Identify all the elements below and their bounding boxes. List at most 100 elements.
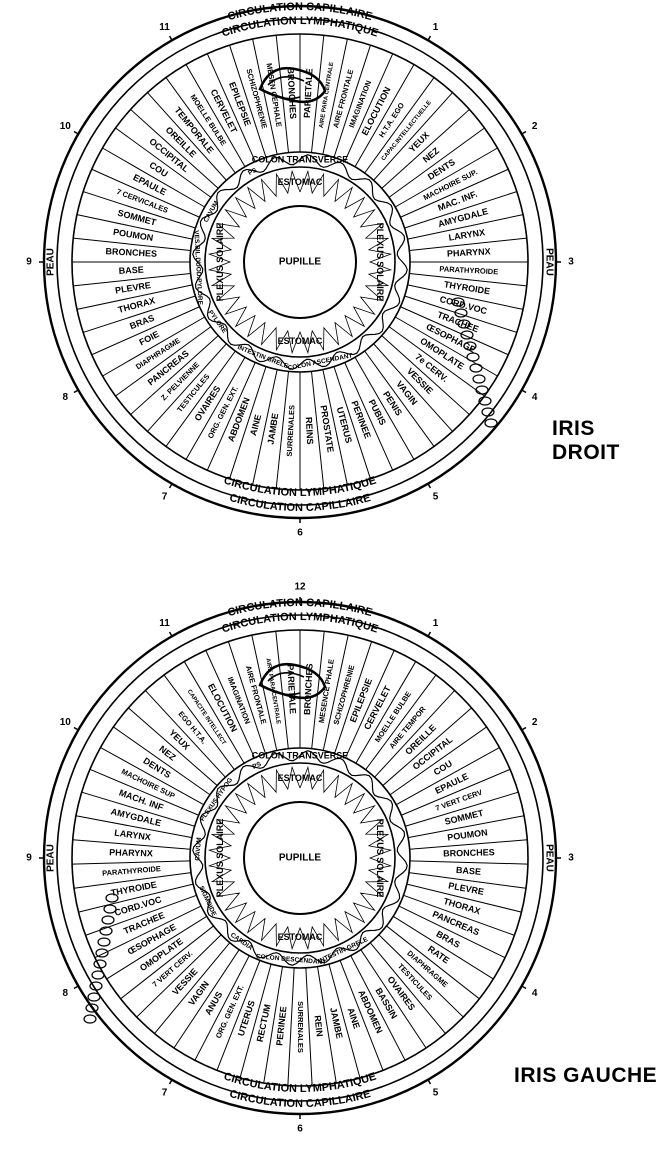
iris-gauche-sector-divider <box>305 967 313 1086</box>
iris-droit-inner-label: PLEXUS SOLAIRE <box>375 223 385 302</box>
iris-gauche-clock-tick <box>427 1079 432 1085</box>
iris-droit-inner-label: CAVUM <box>203 200 221 224</box>
iris-gauche-sector-divider <box>287 967 295 1086</box>
iris-gauche-sector-divider <box>360 949 427 1049</box>
iris-droit-sector-label: THORAX <box>117 295 156 314</box>
iris-gauche-brain-detail <box>267 672 305 696</box>
iris-droit-sector-label: JAMBE <box>266 412 281 445</box>
iris-gauche-sector-divider <box>81 791 195 827</box>
iris-gauche-sector-divider <box>382 707 472 786</box>
iris-gauche-spine-vertebra <box>83 1014 97 1024</box>
iris-droit-title: IRIS DROIT <box>552 417 620 464</box>
iris-droit-peau-right: PEAU <box>543 248 554 276</box>
iris-gauche-sector-divider <box>389 726 487 796</box>
iris-droit-sector-divider <box>400 306 509 356</box>
iris-gauche-sector-divider <box>205 650 256 759</box>
iris-droit-sector-divider <box>400 168 509 218</box>
iris-droit-sector-divider <box>364 77 435 174</box>
iris-droit-sector-divider <box>395 147 498 208</box>
iris-gauche-sector-divider <box>72 839 191 850</box>
iris-gauche-sector-label: SURRENALES <box>296 1001 305 1053</box>
iris-gauche-clock-5: 5 <box>433 1087 439 1098</box>
iris-droit-sector-label: BRONCHES <box>285 67 298 119</box>
iris-droit-sector-divider <box>229 45 267 158</box>
iris-droit-clock-tick <box>168 483 173 489</box>
iris-gauche-clock-tick <box>168 631 173 637</box>
iris-gauche-sector-divider <box>374 690 456 778</box>
iris-gauche-sector-divider <box>317 966 337 1084</box>
iris-gauche-clock-tick <box>427 631 432 637</box>
iris-gauche-sector-label: PARIETALE <box>285 664 298 714</box>
iris-droit-sector-divider <box>322 369 348 486</box>
iris-gauche-sector-divider <box>227 641 266 754</box>
iris-gauche-sector-divider <box>334 641 373 754</box>
iris-gauche-sector-divider <box>275 631 289 749</box>
iris-droit-sector-label: PROSTATE <box>318 404 335 453</box>
iris-gauche-sector-label: REIN <box>312 1015 324 1037</box>
iris-droit-clock-6: 6 <box>297 528 303 539</box>
iris-droit-sector-divider <box>185 357 246 460</box>
iris-droit-spine-vertebra <box>475 385 489 395</box>
iris-gauche-sector-divider <box>365 674 437 770</box>
iris-droit-spine-vertebra <box>484 418 498 428</box>
iris-droit-sector-divider <box>73 273 191 287</box>
iris-gauche-sector-divider <box>183 661 245 764</box>
iris-gauche-sector-divider <box>378 934 464 1018</box>
iris-droit-sector-divider <box>364 350 435 447</box>
iris-droit-sector-divider <box>83 191 196 229</box>
iris-droit-sector-label: PARIETALE <box>302 68 315 118</box>
iris-gauche-sector-divider <box>392 915 494 980</box>
iris-droit-spine-vertebra <box>451 297 465 307</box>
iris-droit-clock-tick <box>73 389 79 394</box>
iris-gauche-sector-label: ANUS <box>203 990 225 1017</box>
iris-gauche-sector-label: PLEVRE <box>448 880 485 897</box>
iris-gauche-sector-divider <box>350 955 406 1061</box>
iris-gauche-sector-divider <box>401 768 511 816</box>
iris-gauche-sector-divider <box>89 768 199 816</box>
iris-gauche-clock-tick <box>168 1079 173 1085</box>
iris-gauche-sector-divider <box>328 963 361 1079</box>
iris-gauche-sector-divider <box>322 635 349 751</box>
iris-gauche-sector-divider <box>154 942 231 1034</box>
iris-droit-brain-detail <box>267 76 305 100</box>
iris-droit-sector-divider <box>381 335 470 415</box>
iris-droit-sector-label: REINS <box>304 417 315 445</box>
iris-gauche-stomach-ring <box>207 765 393 951</box>
iris-gauche-sector-divider <box>344 650 395 759</box>
iris-droit-sector-divider <box>409 273 527 287</box>
iris-gauche-clock-1: 1 <box>433 618 439 629</box>
iris-droit-sector-divider <box>354 357 415 460</box>
iris-gauche-sector-divider <box>251 635 278 751</box>
iris-gauche-clock-11: 11 <box>159 618 170 629</box>
iris-droit-spine-vertebra <box>463 341 477 351</box>
iris-droit-sector-divider <box>76 284 193 310</box>
iris-gauche-sector-divider <box>409 860 528 865</box>
iris-droit-sector-divider <box>252 369 278 486</box>
iris-gauche-clock-3: 3 <box>568 853 574 864</box>
iris-gauche-colon-ring <box>192 750 408 966</box>
iris-droit-clock-1: 1 <box>433 22 439 33</box>
iris-droit-sector-divider <box>73 237 191 251</box>
iris-droit-inner-label: COLON TRANSVERSE <box>252 154 349 164</box>
iris-droit-sector-label: BRONCHES <box>105 246 157 259</box>
iris-gauche-sector-divider <box>355 661 417 764</box>
iris-gauche-clock-12: 12 <box>294 582 306 593</box>
iris-droit-sector-divider <box>91 168 200 218</box>
iris-droit-spine-vertebra <box>481 407 495 417</box>
iris-droit-sector-divider <box>404 191 517 229</box>
iris-droit-peau-left: PEAU <box>46 248 57 276</box>
iris-gauche-sector-divider <box>408 872 527 889</box>
iris-droit-sector-label: BASE <box>118 265 144 276</box>
iris-gauche-sector-divider <box>339 960 384 1071</box>
iris-gauche-sector-label: LARYNX <box>114 828 152 843</box>
iris-droit-clock-3: 3 <box>568 257 574 268</box>
iris-droit-spine-vertebra <box>472 374 486 384</box>
iris-droit-sector-divider <box>130 109 219 189</box>
iris-gauche-sector-divider <box>398 905 506 959</box>
iris-droit-sector-divider <box>333 366 371 479</box>
iris-droit-sector-divider <box>185 64 246 167</box>
iris-gauche-clock-6: 6 <box>297 1124 303 1135</box>
iris-droit-sector-divider <box>373 343 453 432</box>
iris-droit-ring <box>204 166 396 358</box>
